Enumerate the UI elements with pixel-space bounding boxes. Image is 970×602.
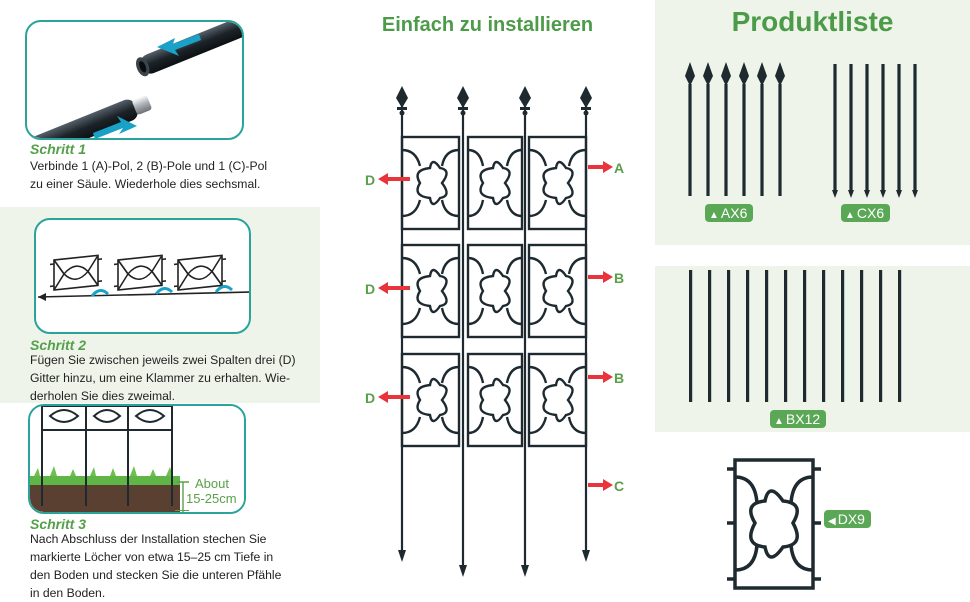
label-d-3: D bbox=[365, 390, 375, 406]
step3-text: Nach Abschluss der Installation stechen … bbox=[30, 530, 281, 602]
label-c: C bbox=[614, 478, 624, 494]
part-dx-panel bbox=[725, 455, 825, 595]
pointer-arrows bbox=[378, 161, 613, 491]
parts-title: Produktliste bbox=[655, 6, 970, 38]
label-d-2: D bbox=[365, 281, 375, 297]
badge-cx: ▲CX6 bbox=[841, 204, 890, 222]
panel-insertion-illustration bbox=[36, 220, 251, 334]
triangle-left-icon: ◀ bbox=[828, 516, 836, 527]
badge-bx: ▲BX12 bbox=[770, 410, 826, 428]
step2-image bbox=[34, 218, 251, 334]
depth-marker-bottom bbox=[175, 510, 189, 521]
step2-text: Fügen Sie zwischen jeweils zwei Spalten … bbox=[30, 351, 296, 405]
install-title: Einfach zu installieren bbox=[320, 14, 655, 37]
parts-bx bbox=[655, 266, 970, 411]
label-b-2: B bbox=[614, 370, 624, 386]
label-a: A bbox=[614, 160, 624, 176]
trellis-assembly-diagram bbox=[320, 50, 655, 600]
label-b-1: B bbox=[614, 270, 624, 286]
finial-icons bbox=[396, 86, 592, 577]
badge-dx: ◀DX9 bbox=[824, 510, 871, 528]
lattice-panels bbox=[402, 137, 586, 446]
triangle-up-icon: ▲ bbox=[709, 210, 719, 221]
pole-connection-illustration bbox=[27, 22, 244, 140]
triangle-up-icon: ▲ bbox=[774, 416, 784, 427]
depth-note: About 15-25cm bbox=[186, 476, 237, 506]
parts-ax-cx bbox=[655, 50, 970, 210]
step1-image bbox=[25, 20, 244, 140]
badge-ax: ▲AX6 bbox=[705, 204, 753, 222]
label-d-1: D bbox=[365, 172, 375, 188]
triangle-up-icon: ▲ bbox=[845, 210, 855, 221]
step1-text: Verbinde 1 (A)-Pol, 2 (B)-Pole und 1 (C)… bbox=[30, 157, 267, 193]
step1-title: Schritt 1 bbox=[30, 141, 86, 157]
